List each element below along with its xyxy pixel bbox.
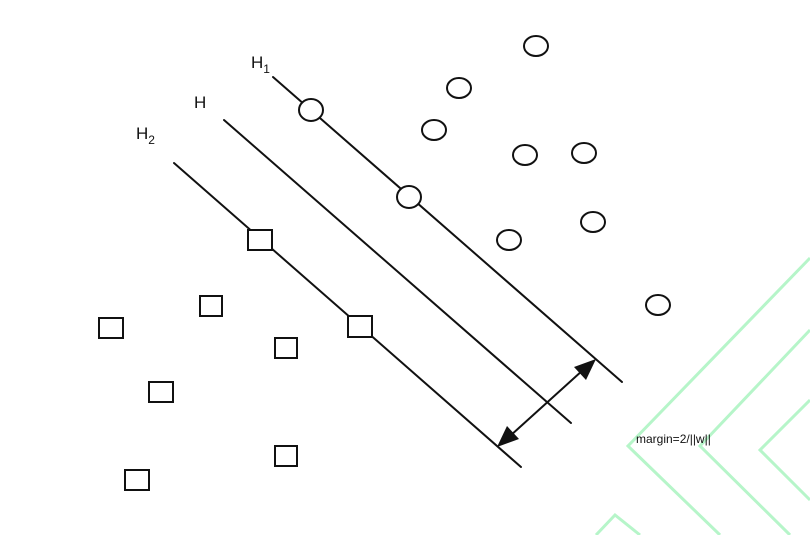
data-point-circle <box>571 142 597 164</box>
data-point-circle <box>446 77 472 99</box>
circle-class-points <box>298 35 671 316</box>
hyperplane-h <box>223 119 572 424</box>
square-class-points <box>98 229 373 491</box>
label-h: H <box>194 93 206 112</box>
data-point-circle <box>496 229 522 251</box>
data-point-square <box>347 315 373 338</box>
data-point-circle <box>512 144 538 166</box>
hyperplane-h1 <box>272 76 623 383</box>
data-point-square <box>274 337 298 359</box>
data-point-square <box>199 295 223 317</box>
label-h2: H2 <box>136 124 155 147</box>
data-point-circle <box>645 294 671 316</box>
data-point-square <box>124 469 150 491</box>
margin-label: margin=2/||w|| <box>636 432 711 446</box>
label-h1: H1 <box>251 53 270 76</box>
data-point-square <box>98 317 124 339</box>
arrow-head-upper <box>574 359 596 380</box>
data-point-square <box>148 381 174 403</box>
data-point-square <box>274 445 298 467</box>
data-point-circle <box>421 119 447 141</box>
decorative-chevrons <box>594 256 810 535</box>
data-point-circle <box>298 98 324 122</box>
margin-arrow <box>497 359 596 447</box>
data-point-square <box>247 229 273 251</box>
arrow-head-lower <box>497 426 519 447</box>
data-point-circle <box>580 211 606 233</box>
data-point-circle <box>523 35 549 57</box>
data-point-circle <box>396 185 422 209</box>
